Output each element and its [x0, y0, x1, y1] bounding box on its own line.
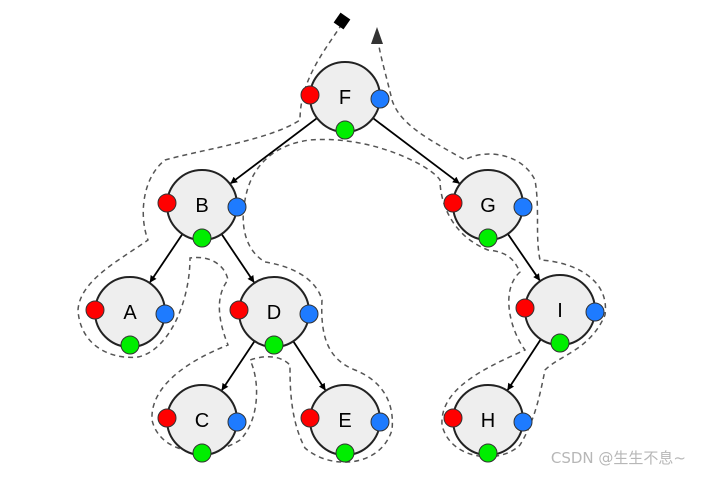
preorder-dot-icon	[85, 300, 105, 320]
preorder-dot-icon	[157, 408, 177, 428]
node-label: E	[338, 410, 351, 432]
traversal-end-arrow-icon	[371, 27, 383, 44]
tree-node-a: A	[85, 276, 175, 355]
postorder-dot-icon	[299, 304, 319, 324]
postorder-dot-icon	[585, 302, 605, 322]
node-label: G	[480, 195, 496, 217]
postorder-dot-icon	[513, 412, 533, 432]
tree-node-f: F	[300, 61, 390, 140]
traversal-start-marker-icon	[333, 12, 351, 30]
edge-d-e	[292, 340, 326, 391]
postorder-dot-icon	[513, 197, 533, 217]
inorder-dot-icon	[264, 335, 284, 355]
preorder-dot-icon	[443, 408, 463, 428]
node-label: D	[267, 302, 281, 324]
postorder-dot-icon	[227, 412, 247, 432]
traversal-path	[77, 23, 607, 463]
edge-f-g	[372, 117, 460, 185]
postorder-dot-icon	[370, 412, 390, 432]
tree-node-e: E	[300, 384, 390, 463]
preorder-dot-icon	[157, 193, 177, 213]
node-label: B	[195, 195, 208, 217]
edge-b-a	[149, 233, 184, 283]
node-label: A	[123, 302, 137, 324]
node-label: I	[557, 300, 563, 322]
inorder-dot-icon	[550, 333, 570, 353]
inorder-dot-icon	[192, 228, 212, 248]
preorder-dot-icon	[300, 85, 320, 105]
tree-node-i: I	[515, 274, 605, 353]
inorder-dot-icon	[192, 443, 212, 463]
postorder-dot-icon	[227, 197, 247, 217]
postorder-dot-icon	[370, 89, 390, 109]
edge-b-d	[220, 233, 255, 283]
tree-node-h: H	[443, 384, 533, 463]
edge-g-i	[507, 233, 541, 281]
inorder-dot-icon	[478, 228, 498, 248]
tree-node-b: B	[157, 169, 247, 248]
tree-node-d: D	[229, 276, 319, 355]
edge-i-h	[506, 338, 542, 391]
edge-f-b	[230, 117, 318, 185]
preorder-dot-icon	[229, 300, 249, 320]
node-label: C	[195, 410, 209, 432]
preorder-dot-icon	[443, 193, 463, 213]
postorder-dot-icon	[155, 304, 175, 324]
watermark: CSDN @生生不息~	[550, 449, 686, 467]
node-label: F	[339, 87, 351, 109]
edge-d-c	[221, 340, 256, 391]
tree-node-g: G	[443, 169, 533, 248]
inorder-dot-icon	[335, 443, 355, 463]
inorder-dot-icon	[478, 443, 498, 463]
preorder-dot-icon	[300, 408, 320, 428]
tree-node-c: C	[157, 384, 247, 463]
node-label: H	[481, 410, 495, 432]
preorder-dot-icon	[515, 298, 535, 318]
inorder-dot-icon	[120, 335, 140, 355]
inorder-dot-icon	[335, 120, 355, 140]
